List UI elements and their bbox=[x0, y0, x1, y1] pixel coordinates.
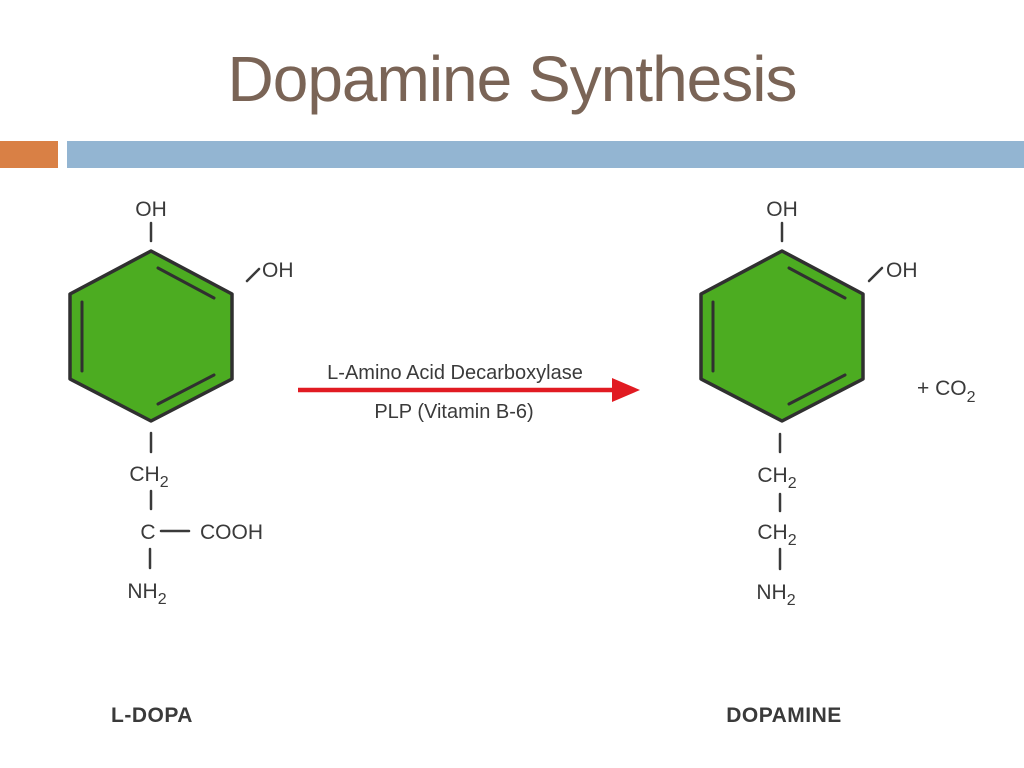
dopamine-ch2-formula-2: CH2 bbox=[757, 521, 796, 549]
l-dopa-double-bond-top bbox=[156, 266, 216, 300]
co2-byproduct-label: + CO2 bbox=[917, 377, 976, 406]
l-dopa-nh2-formula: NH2 bbox=[127, 580, 166, 608]
enzyme-label: L-Amino Acid Decarboxylase bbox=[327, 362, 583, 384]
dopamine-name-label: DOPAMINE bbox=[726, 704, 842, 727]
l-dopa-cooh-label: COOH bbox=[200, 521, 263, 544]
dopamine-benzene-ring bbox=[699, 249, 865, 423]
dopamine-oh-side-label: OH bbox=[886, 259, 918, 282]
l-dopa-oh-top-label: OH bbox=[135, 198, 167, 221]
accent-orange-block bbox=[0, 141, 58, 168]
accent-blue-bar bbox=[67, 141, 1024, 168]
cofactor-label: PLP (Vitamin B-6) bbox=[374, 401, 533, 423]
arrow-head bbox=[612, 378, 640, 402]
dopamine-ch2-formula-1: CH2 bbox=[757, 464, 796, 492]
l-dopa-name-label: L-DOPA bbox=[111, 704, 193, 727]
l-dopa-molecule: OH OH CH2 C COOH NH2 L-DOPA bbox=[68, 198, 294, 727]
reaction-arrow: L-Amino Acid Decarboxylase PLP (Vitamin … bbox=[298, 362, 640, 423]
dopamine-double-bond-top bbox=[787, 266, 847, 300]
l-dopa-double-bond-bottom bbox=[156, 373, 216, 406]
dopamine-nh2-formula: NH2 bbox=[756, 581, 795, 609]
l-dopa-benzene-ring bbox=[68, 249, 234, 423]
l-dopa-oh-side-bond bbox=[245, 267, 261, 283]
l-dopa-alpha-carbon-label: C bbox=[140, 521, 155, 544]
dopamine-oh-top-label: OH bbox=[766, 198, 798, 221]
l-dopa-oh-side-label: OH bbox=[262, 259, 294, 282]
dopamine-molecule: OH OH + CO2 CH2 CH2 NH2 DOPAMINE bbox=[699, 198, 976, 727]
l-dopa-ch2-formula: CH2 bbox=[129, 463, 168, 491]
slide-title: Dopamine Synthesis bbox=[227, 43, 798, 115]
dopamine-oh-side-bond bbox=[867, 266, 884, 283]
dopamine-double-bond-bottom bbox=[787, 373, 847, 406]
